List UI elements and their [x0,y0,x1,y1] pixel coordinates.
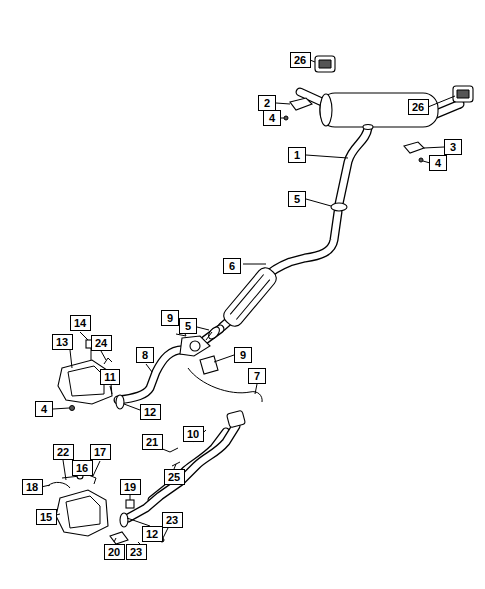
callout-text: 15 [40,511,52,523]
callout-number: 4 [35,401,53,417]
callout-number: 19 [120,479,141,495]
callout-text: 2 [264,97,270,109]
callout-text: 5 [294,193,300,205]
callout-number: 7 [248,368,266,384]
callout-number: 14 [70,315,91,331]
callout-text: 26 [294,54,306,66]
callout-text: 9 [167,312,173,324]
callout-text: 23 [166,514,178,526]
clamps [206,203,347,341]
callout-text: 13 [56,336,68,348]
callout-number: 3 [444,139,462,155]
callout-number: 16 [72,460,93,476]
callout-number: 9 [234,347,252,363]
callout-number: 12 [140,404,161,420]
callout-text: 11 [104,371,116,383]
callout-text: 9 [240,349,246,361]
callout-number: 5 [288,191,306,207]
callout-number: 6 [223,258,241,274]
callout-number: 12 [142,526,163,542]
callout-number: 22 [53,444,74,460]
hangers [70,98,425,411]
callout-number: 8 [136,347,154,363]
callout-text: 4 [41,403,47,415]
callout-number: 5 [179,318,197,334]
callout-text: 22 [57,446,69,458]
callout-text: 17 [94,446,106,458]
callout-text: 21 [146,436,158,448]
callout-number: 26 [408,99,429,115]
callout-number: 20 [104,544,125,560]
callout-text: 3 [450,141,456,153]
resonator [220,265,279,330]
flex-flanges [176,332,218,374]
callout-text: 5 [185,320,191,332]
callout-number: 10 [183,426,204,442]
callout-number: 21 [142,434,163,450]
exhaust-tips [315,56,473,102]
callout-text: 19 [124,481,136,493]
callout-number: 18 [22,479,43,495]
rear-converter [48,473,164,550]
callout-text: 6 [229,260,235,272]
callout-text: 18 [26,481,38,493]
y-pipe-flange [170,410,246,466]
callout-text: 10 [187,428,199,440]
callout-number: 9 [161,310,179,326]
callout-number: 15 [36,509,57,525]
callout-number: 23 [162,512,183,528]
muffler [320,93,438,130]
callout-text: 4 [269,112,275,124]
callout-text: 16 [76,462,88,474]
callout-text: 12 [146,528,158,540]
callout-number: 11 [100,369,120,385]
callout-text: 12 [144,406,156,418]
callout-number: 17 [90,444,111,460]
callout-text: 25 [168,471,180,483]
callout-text: 24 [95,337,107,349]
callout-text: 4 [435,157,441,169]
callout-number: 4 [263,110,281,126]
leader-lines [41,60,455,547]
pipes [118,92,460,518]
callout-text: 1 [294,149,300,161]
callout-text: 23 [130,546,142,558]
callout-number: 26 [290,52,311,68]
callout-text: 8 [142,349,148,361]
callout-number: 25 [164,469,185,485]
callout-number: 1 [288,147,306,163]
callout-number: 13 [52,334,73,350]
callout-number: 4 [429,155,447,171]
callout-text: 7 [254,370,260,382]
callout-number: 23 [126,544,147,560]
callout-text: 20 [108,546,120,558]
callout-text: 26 [412,101,424,113]
callout-number: 24 [91,335,112,351]
callout-text: 14 [74,317,86,329]
callout-number: 2 [258,95,276,111]
